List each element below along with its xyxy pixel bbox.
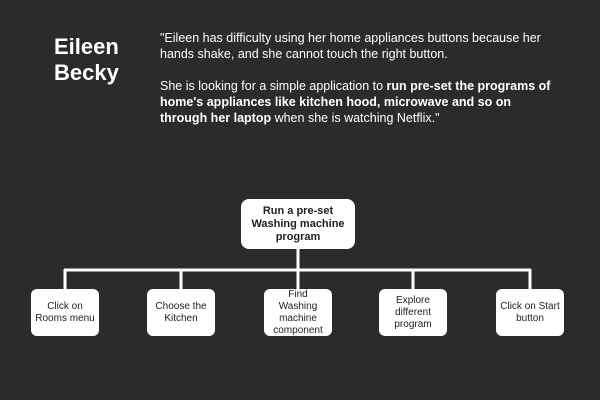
scenario-text-plain: She is looking for a simple application … bbox=[160, 79, 387, 93]
scenario-text: "Eileen has difficulty using her home ap… bbox=[160, 30, 555, 142]
persona-name: Eileen Becky bbox=[54, 34, 119, 86]
scenario-paragraph-1: "Eileen has difficulty using her home ap… bbox=[160, 31, 541, 61]
step-node-1: Click on Rooms menu bbox=[31, 289, 99, 336]
step-node-3: Find Washing machine component bbox=[264, 289, 332, 336]
scenario-paragraph-2: She is looking for a simple application … bbox=[160, 78, 555, 126]
persona-first-name: Eileen bbox=[54, 34, 119, 59]
task-root-node: Run a pre-set Washing machine program bbox=[241, 199, 355, 249]
step-node-5: Click on Start button bbox=[496, 289, 564, 336]
step-node-2: Choose the Kitchen bbox=[147, 289, 215, 336]
scenario-text-plain-end: when she is watching Netflix." bbox=[271, 111, 440, 125]
persona-last-name: Becky bbox=[54, 60, 119, 85]
scenario-text-bold: run pre-set the programs of home's appli… bbox=[160, 79, 551, 125]
step-node-4: Explore different program bbox=[379, 289, 447, 336]
